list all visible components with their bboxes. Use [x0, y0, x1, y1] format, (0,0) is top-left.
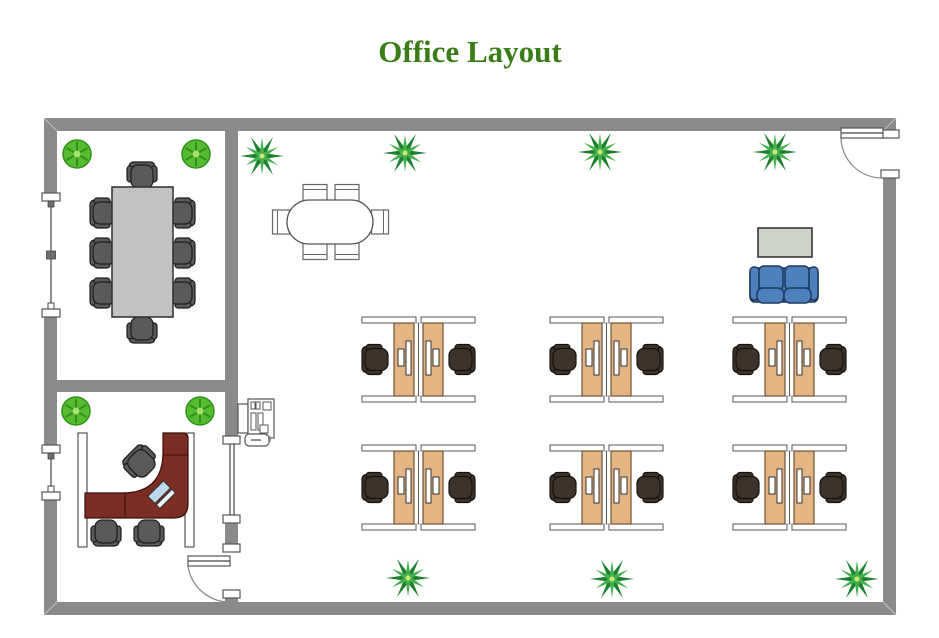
window-interior [222, 435, 241, 524]
oval-meeting-table-group [271, 183, 390, 261]
round-plant [62, 139, 92, 169]
side-table [757, 227, 813, 258]
oval-meeting-table [286, 199, 374, 245]
office-door [187, 543, 241, 603]
open-office-area [237, 128, 882, 603]
guest-chair [133, 519, 165, 547]
spiky-plant [575, 128, 625, 176]
spiky-plant [383, 554, 433, 602]
page-title: Office Layout [378, 34, 562, 69]
door-swing-arc [840, 136, 883, 179]
workstation-cluster [550, 445, 663, 530]
lounge-group [749, 227, 819, 304]
door-swing-arc [187, 565, 231, 603]
wall-interior-horizontal [57, 380, 225, 392]
round-plant [185, 396, 215, 426]
conference-chair [126, 316, 158, 344]
spiky-plant [832, 555, 882, 603]
meeting-chair [302, 241, 328, 261]
entrance-door [840, 127, 900, 179]
manager-office [61, 396, 215, 548]
wall-interior-vertical [225, 131, 238, 602]
workstation-cluster [733, 445, 846, 530]
workstation-cluster [550, 317, 663, 402]
workstation-cluster [733, 317, 846, 402]
wall-bottom [44, 602, 896, 615]
bookshelf [77, 432, 88, 548]
meeting-chair [370, 209, 390, 235]
wall-right [883, 118, 896, 615]
meeting-chair [302, 183, 328, 203]
spiky-plant [587, 555, 637, 603]
guest-chair [90, 519, 122, 547]
conference-chair [126, 161, 158, 189]
workstation-cluster [362, 445, 475, 530]
window-manager-office [41, 444, 61, 501]
executive-chair [118, 440, 162, 484]
printer-icon [237, 398, 275, 447]
conference-table [111, 186, 174, 318]
round-plant [181, 139, 211, 169]
sofa [749, 265, 819, 304]
spiky-plant [380, 129, 430, 177]
wall-top [44, 118, 896, 131]
window-conference-room [41, 192, 61, 318]
workstation-cluster [362, 317, 475, 402]
spiky-plant [237, 132, 287, 180]
laptop-icon [147, 480, 177, 510]
spiky-plant [750, 128, 800, 176]
meeting-chair [334, 183, 360, 203]
meeting-chair [334, 241, 360, 261]
round-plant [61, 396, 91, 426]
conference-room [62, 139, 211, 344]
